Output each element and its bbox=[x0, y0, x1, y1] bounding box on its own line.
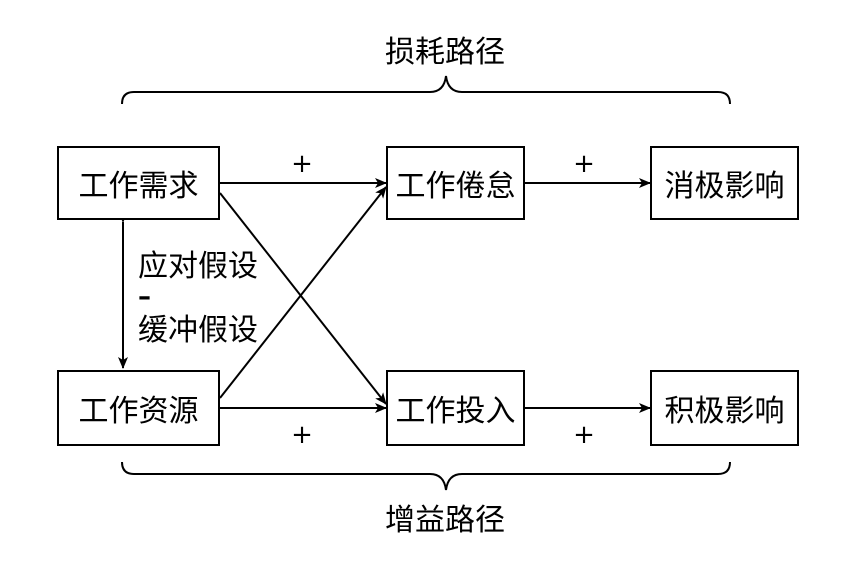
positive-outcomes-label: 积极影响 bbox=[664, 394, 785, 429]
engagement-box: 工作投入 bbox=[386, 370, 525, 446]
burnout-label: 工作倦怠 bbox=[395, 169, 516, 204]
bottom-path-label: 增益路径 bbox=[385, 503, 505, 538]
arrow-resources-burnout bbox=[219, 186, 387, 399]
job-resources-label: 工作资源 bbox=[78, 394, 199, 429]
engagement-label: 工作投入 bbox=[395, 394, 516, 429]
negative-outcomes-box: 消极影响 bbox=[650, 146, 799, 220]
buffer-hypothesis-label: 缓冲假设 bbox=[138, 313, 258, 348]
job-resources-box: 工作资源 bbox=[57, 370, 220, 446]
coping-hypothesis-label: 应对假设 bbox=[138, 249, 258, 284]
sign-resources-engagement: + bbox=[291, 420, 313, 450]
sign-burnout-negative: + bbox=[573, 149, 595, 179]
hypothesis-relation-sign: – bbox=[138, 282, 151, 312]
burnout-box: 工作倦怠 bbox=[386, 146, 525, 220]
sign-engagement-positive: + bbox=[573, 420, 595, 450]
positive-outcomes-box: 积极影响 bbox=[650, 370, 799, 446]
negative-outcomes-label: 消极影响 bbox=[664, 169, 785, 204]
arrow-demands-engagement bbox=[219, 192, 387, 405]
top-path-label: 损耗路径 bbox=[385, 35, 505, 70]
sign-demands-burnout: + bbox=[291, 149, 313, 179]
top-brace bbox=[121, 75, 731, 105]
job-demands-box: 工作需求 bbox=[57, 146, 220, 220]
job-demands-label: 工作需求 bbox=[78, 169, 199, 204]
bottom-brace bbox=[121, 461, 731, 491]
